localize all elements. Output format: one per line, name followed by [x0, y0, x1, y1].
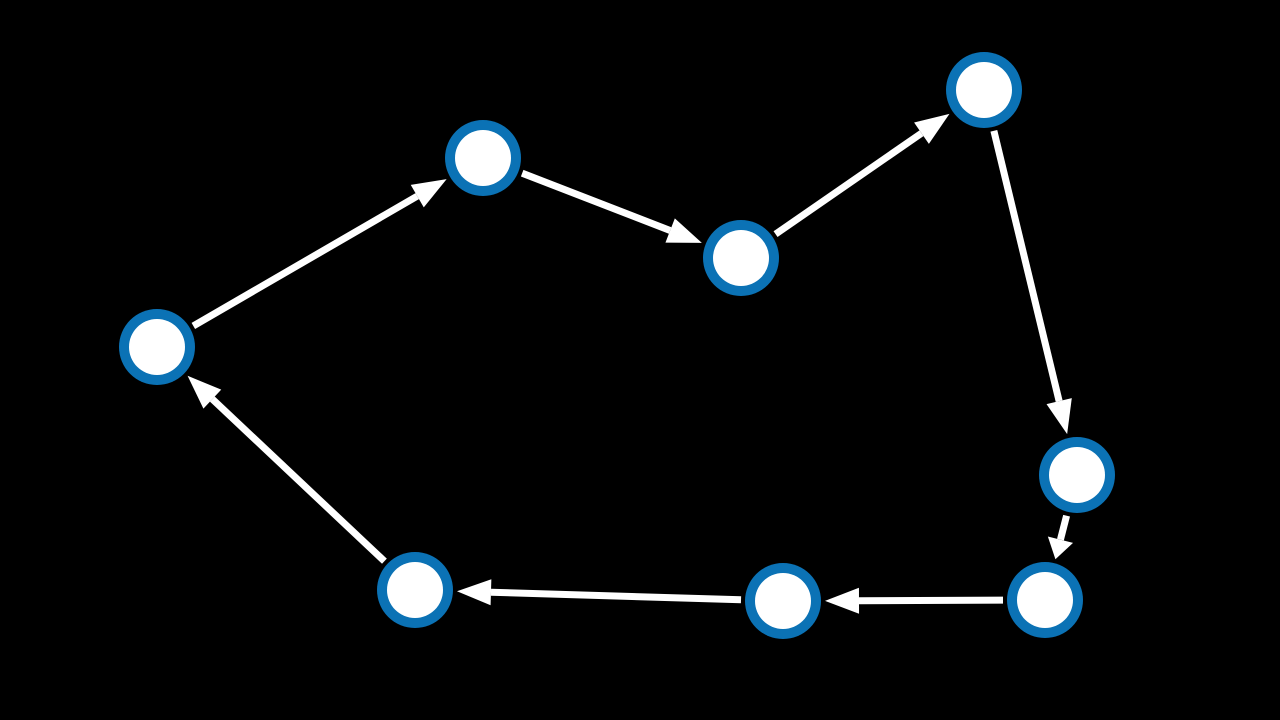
- graph-node-n2[interactable]: [445, 120, 521, 196]
- node-core: [129, 319, 185, 375]
- graph-node-n5[interactable]: [1039, 437, 1115, 513]
- arrowhead-icon: [1047, 536, 1074, 560]
- graph-edge-n4-to-n5: [990, 130, 1072, 435]
- nodes-layer: [119, 52, 1115, 639]
- graph-node-n4[interactable]: [946, 52, 1022, 128]
- edge-line: [773, 130, 924, 237]
- graph-edge-n3-to-n4: [773, 113, 950, 237]
- node-core: [455, 130, 511, 186]
- node-core: [755, 573, 811, 629]
- graph-node-n1[interactable]: [119, 309, 195, 385]
- edge-line: [191, 193, 420, 329]
- arrowhead-icon: [825, 587, 860, 614]
- edge-line: [1057, 514, 1070, 541]
- graph-edge-n7-to-n8: [456, 579, 742, 606]
- node-core: [713, 230, 769, 286]
- edge-line: [209, 396, 387, 564]
- graph-edge-n8-to-n1: [187, 375, 387, 564]
- node-core: [956, 62, 1012, 118]
- arrowhead-icon: [456, 579, 492, 606]
- node-core: [1049, 447, 1105, 503]
- graph-node-n8[interactable]: [377, 552, 453, 628]
- edge-line: [858, 596, 1004, 605]
- graph-edge-n2-to-n3: [520, 169, 702, 243]
- edge-line: [990, 130, 1063, 402]
- edge-line: [520, 169, 672, 234]
- graph-node-n3[interactable]: [703, 220, 779, 296]
- graph-edge-n5-to-n6: [1047, 514, 1074, 560]
- node-core: [387, 562, 443, 618]
- arrowhead-icon: [187, 375, 222, 409]
- graph-node-n7[interactable]: [745, 563, 821, 639]
- graph-node-n6[interactable]: [1007, 562, 1083, 638]
- arrowhead-icon: [665, 218, 702, 243]
- edges-layer: [187, 113, 1074, 614]
- edge-line: [490, 588, 742, 604]
- arrowhead-icon: [914, 113, 950, 144]
- arrowhead-icon: [410, 179, 447, 208]
- node-core: [1017, 572, 1073, 628]
- graph-edge-n1-to-n2: [191, 179, 447, 329]
- graph-edge-n6-to-n7: [825, 587, 1004, 614]
- arrowhead-icon: [1046, 398, 1072, 435]
